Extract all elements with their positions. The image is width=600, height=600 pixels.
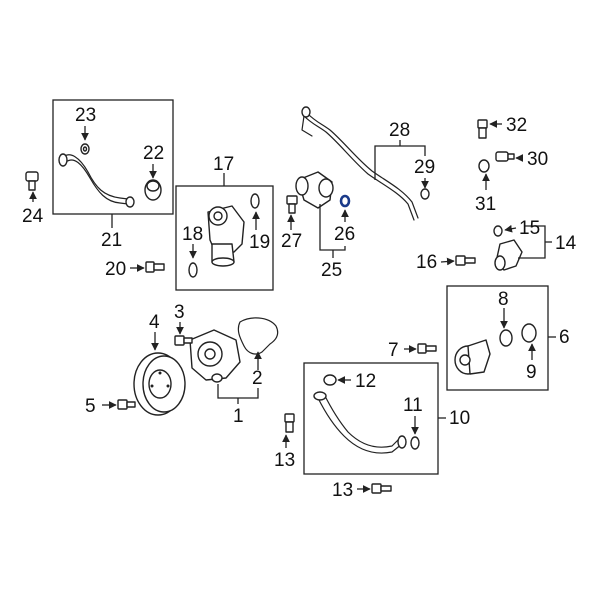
- leader-lines: [29, 120, 556, 493]
- sensor-part-30[interactable]: [495, 151, 515, 162]
- bolt-part-27[interactable]: [286, 195, 298, 214]
- callout-31[interactable]: 31: [475, 194, 496, 215]
- seal-part-18[interactable]: [188, 262, 198, 278]
- o-ring-part-8[interactable]: [499, 329, 513, 347]
- bolt-part-13-lower[interactable]: [371, 483, 392, 494]
- o-ring-part-12[interactable]: [323, 374, 337, 386]
- callout-14[interactable]: 14: [555, 233, 577, 254]
- callout-25[interactable]: 25: [321, 260, 342, 281]
- callout-22[interactable]: 22: [143, 143, 164, 164]
- callout-10[interactable]: 10: [449, 408, 470, 429]
- bolt-part-16[interactable]: [455, 255, 476, 266]
- o-ring-part-15[interactable]: [493, 225, 503, 237]
- bolt-part-24[interactable]: [25, 171, 39, 191]
- callout-1[interactable]: 1: [233, 406, 244, 427]
- gasket-part-31[interactable]: [478, 159, 490, 173]
- coolant-pipe-part-28[interactable]: [301, 106, 419, 221]
- callout-5[interactable]: 5: [85, 396, 96, 417]
- washer-part-29[interactable]: [420, 188, 430, 200]
- callout-18[interactable]: 18: [182, 224, 203, 245]
- pulley-part-4[interactable]: [133, 352, 186, 416]
- coolant-pipe-part-10[interactable]: [313, 391, 407, 454]
- callout-labels: 23 22 24 21 17 18 19 20 27 26 25 28 29 3…: [22, 105, 577, 501]
- grommet-part-22[interactable]: [144, 179, 162, 201]
- callout-3[interactable]: 3: [174, 302, 185, 323]
- group-box-6: [446, 285, 549, 391]
- bolt-part-7[interactable]: [417, 343, 437, 354]
- callout-6[interactable]: 6: [559, 327, 570, 348]
- callout-13-lower[interactable]: 13: [332, 480, 353, 501]
- callout-9[interactable]: 9: [526, 362, 537, 383]
- callout-24[interactable]: 24: [22, 206, 44, 227]
- callout-30[interactable]: 30: [527, 149, 548, 170]
- callout-27[interactable]: 27: [281, 231, 302, 252]
- bolt-part-32[interactable]: [477, 119, 488, 139]
- callout-11[interactable]: 11: [403, 395, 423, 416]
- callout-28[interactable]: 28: [389, 120, 410, 141]
- coolant-tube-part-21[interactable]: [58, 153, 135, 208]
- gasket-part-2[interactable]: [237, 317, 279, 355]
- callout-26[interactable]: 26: [334, 224, 355, 245]
- outlet-fitting-part-25[interactable]: [295, 171, 334, 209]
- o-ring-part-26-highlighted[interactable]: [339, 194, 351, 208]
- washer-part-11[interactable]: [410, 436, 420, 450]
- callout-23[interactable]: 23: [75, 105, 96, 126]
- seal-part-19[interactable]: [250, 193, 260, 209]
- o-ring-part-9[interactable]: [521, 323, 537, 343]
- water-pump-part-1[interactable]: [189, 329, 241, 383]
- callout-7[interactable]: 7: [388, 340, 399, 361]
- bolt-part-3[interactable]: [174, 335, 193, 346]
- callout-12[interactable]: 12: [355, 371, 376, 392]
- callout-15[interactable]: 15: [519, 218, 540, 239]
- callout-29[interactable]: 29: [414, 157, 435, 178]
- washer-part-23[interactable]: [80, 143, 90, 155]
- callout-17[interactable]: 17: [213, 154, 234, 175]
- bolt-part-20[interactable]: [145, 261, 165, 273]
- bolt-part-5[interactable]: [117, 399, 136, 410]
- callout-2[interactable]: 2: [252, 368, 263, 389]
- callout-16[interactable]: 16: [416, 252, 437, 273]
- callout-8[interactable]: 8: [498, 289, 509, 310]
- callout-32[interactable]: 32: [506, 115, 527, 136]
- group-box-21: [52, 99, 174, 215]
- callout-21[interactable]: 21: [101, 230, 122, 251]
- callout-20[interactable]: 20: [105, 259, 126, 280]
- housing-part-6[interactable]: [454, 339, 491, 375]
- bolt-part-13-upper[interactable]: [284, 413, 295, 433]
- callout-13-upper[interactable]: 13: [274, 450, 295, 471]
- callout-19[interactable]: 19: [249, 232, 270, 253]
- thermostat-housing-part-17[interactable]: [207, 205, 245, 267]
- connector-part-14[interactable]: [494, 239, 523, 271]
- callout-4[interactable]: 4: [149, 312, 160, 333]
